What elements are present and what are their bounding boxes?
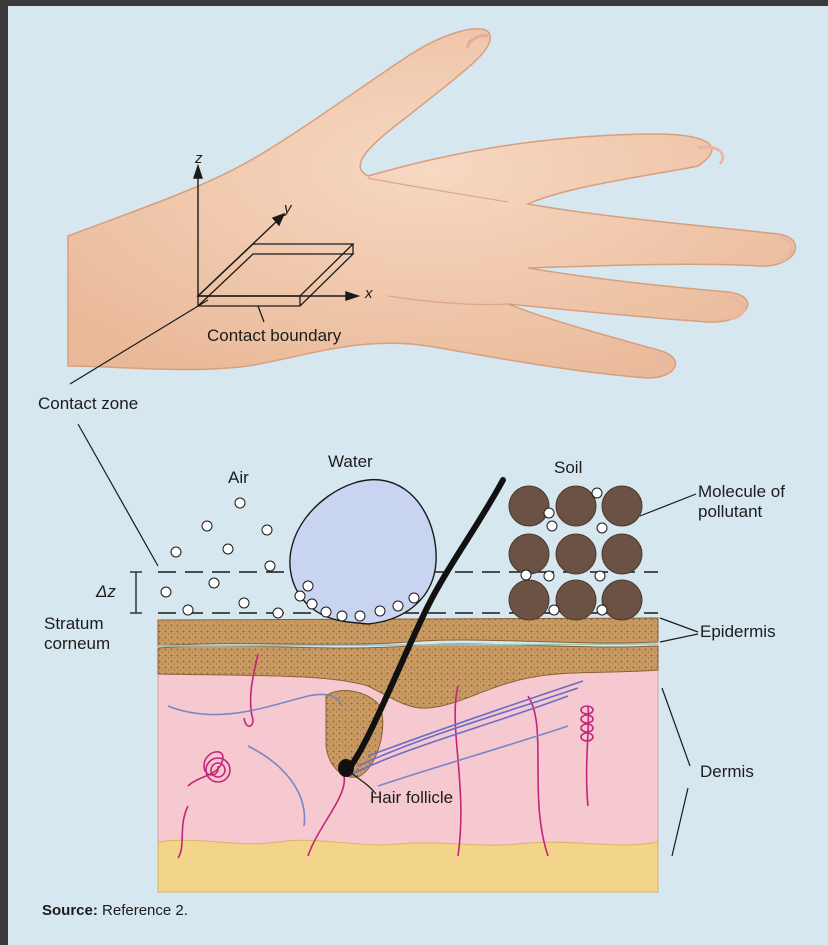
hair-follicle-label: Hair follicle <box>370 788 453 808</box>
contact-zone-label: Contact zone <box>38 394 138 414</box>
source-prefix: Source: <box>42 902 98 919</box>
z-axis-label: z <box>195 150 203 167</box>
water-label: Water <box>328 452 373 472</box>
x-axis-label: x <box>365 285 373 302</box>
diagram-frame: z y x Contact boundary Contact zone Air … <box>8 6 828 945</box>
hand-shape <box>68 29 795 378</box>
y-axis-label: y <box>284 200 292 217</box>
air-label: Air <box>228 468 249 488</box>
dermis-label: Dermis <box>700 762 754 782</box>
epidermis-label: Epidermis <box>700 622 776 642</box>
source-text: Reference 2. <box>98 902 188 919</box>
molecule-label: Molecule of pollutant <box>698 482 826 522</box>
hand-illustration <box>68 29 795 378</box>
hair-bulb <box>338 759 354 777</box>
soil-particles <box>509 486 642 620</box>
fat-layer <box>158 840 658 892</box>
delta-z-label: Δz <box>96 582 116 602</box>
contact-boundary-label: Contact boundary <box>207 326 341 346</box>
source-note: Source: Reference 2. <box>42 902 188 919</box>
delta-z-bracket <box>130 572 142 613</box>
stratum-corneum-label: Stratum corneum <box>44 614 140 654</box>
soil-label: Soil <box>554 458 582 478</box>
